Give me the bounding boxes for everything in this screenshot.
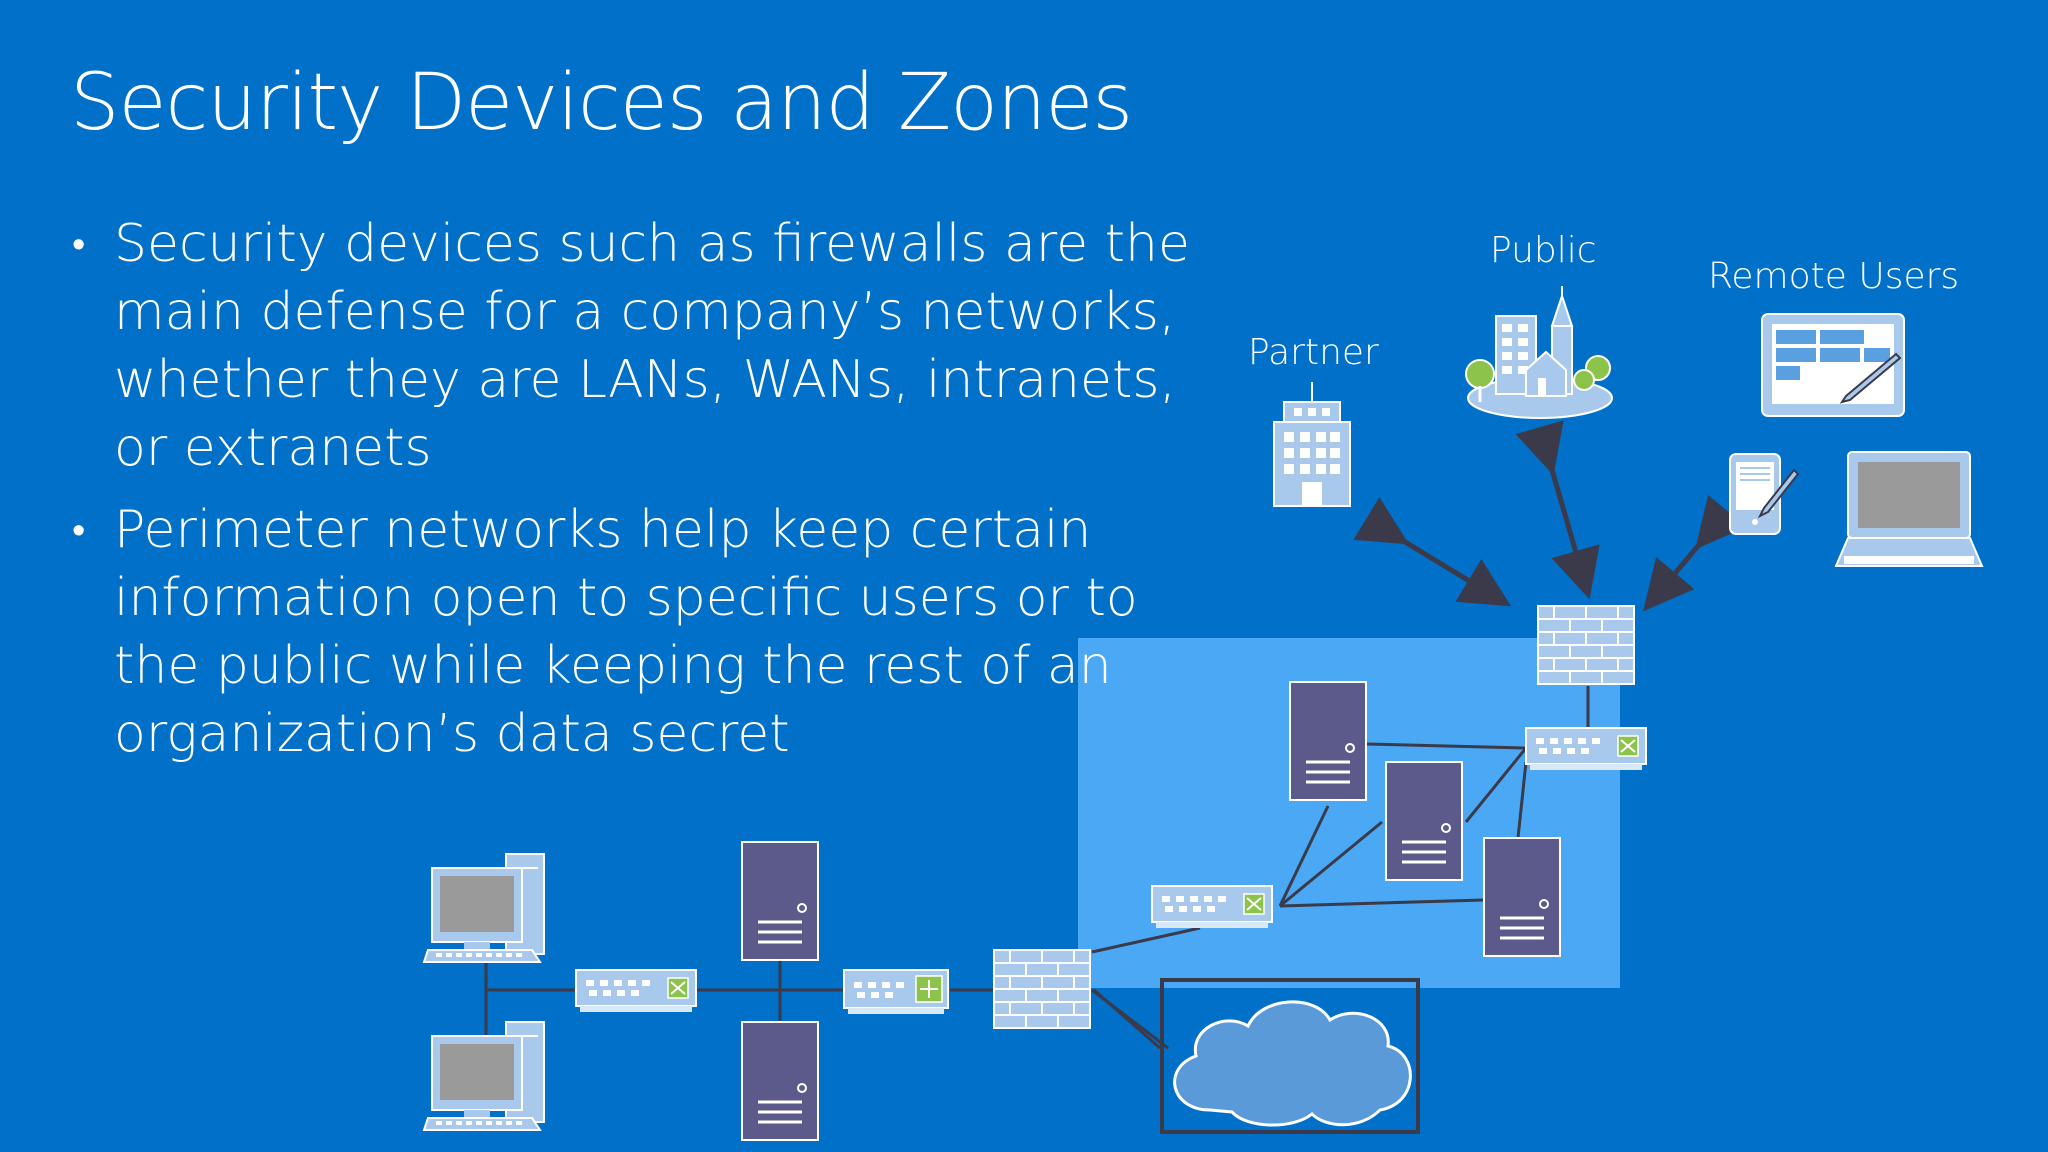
slide-title: Security Devices and Zones <box>70 58 1133 148</box>
zone-arrows <box>1353 420 1747 612</box>
city-icon <box>1465 286 1613 419</box>
firewall-icon <box>1537 605 1635 685</box>
firewall-icon <box>993 949 1091 1029</box>
switch-icon <box>575 969 697 1013</box>
switch-icon <box>1151 885 1273 929</box>
bullet-list: Security devices such as firewalls are t… <box>72 210 1202 782</box>
label-partner: Partner <box>1248 332 1379 373</box>
building-icon <box>1273 382 1351 507</box>
label-public: Public <box>1490 230 1597 271</box>
pda-icon <box>1729 453 1800 535</box>
cloud-icon <box>1173 1000 1412 1127</box>
server-icon <box>740 840 820 962</box>
switch-icon <box>1525 727 1647 771</box>
cloud-frame <box>1160 978 1420 1134</box>
server-icon <box>1482 836 1562 958</box>
desktop-computer-icon <box>423 1021 545 1131</box>
desktop-computer-icon <box>423 853 545 963</box>
network-links <box>484 686 1590 1118</box>
bullet-item: Perimeter networks help keep certain inf… <box>72 496 1202 768</box>
internet-cloud <box>1093 978 1420 1134</box>
router-icon <box>843 969 949 1014</box>
bullet-item: Security devices such as firewalls are t… <box>72 210 1202 482</box>
tablet-icon <box>1761 313 1905 417</box>
laptop-icon <box>1834 451 1984 567</box>
label-remote-users: Remote Users <box>1708 256 1959 297</box>
server-icon <box>1384 760 1464 882</box>
server-icon <box>740 1020 820 1142</box>
server-icon <box>1288 680 1368 802</box>
